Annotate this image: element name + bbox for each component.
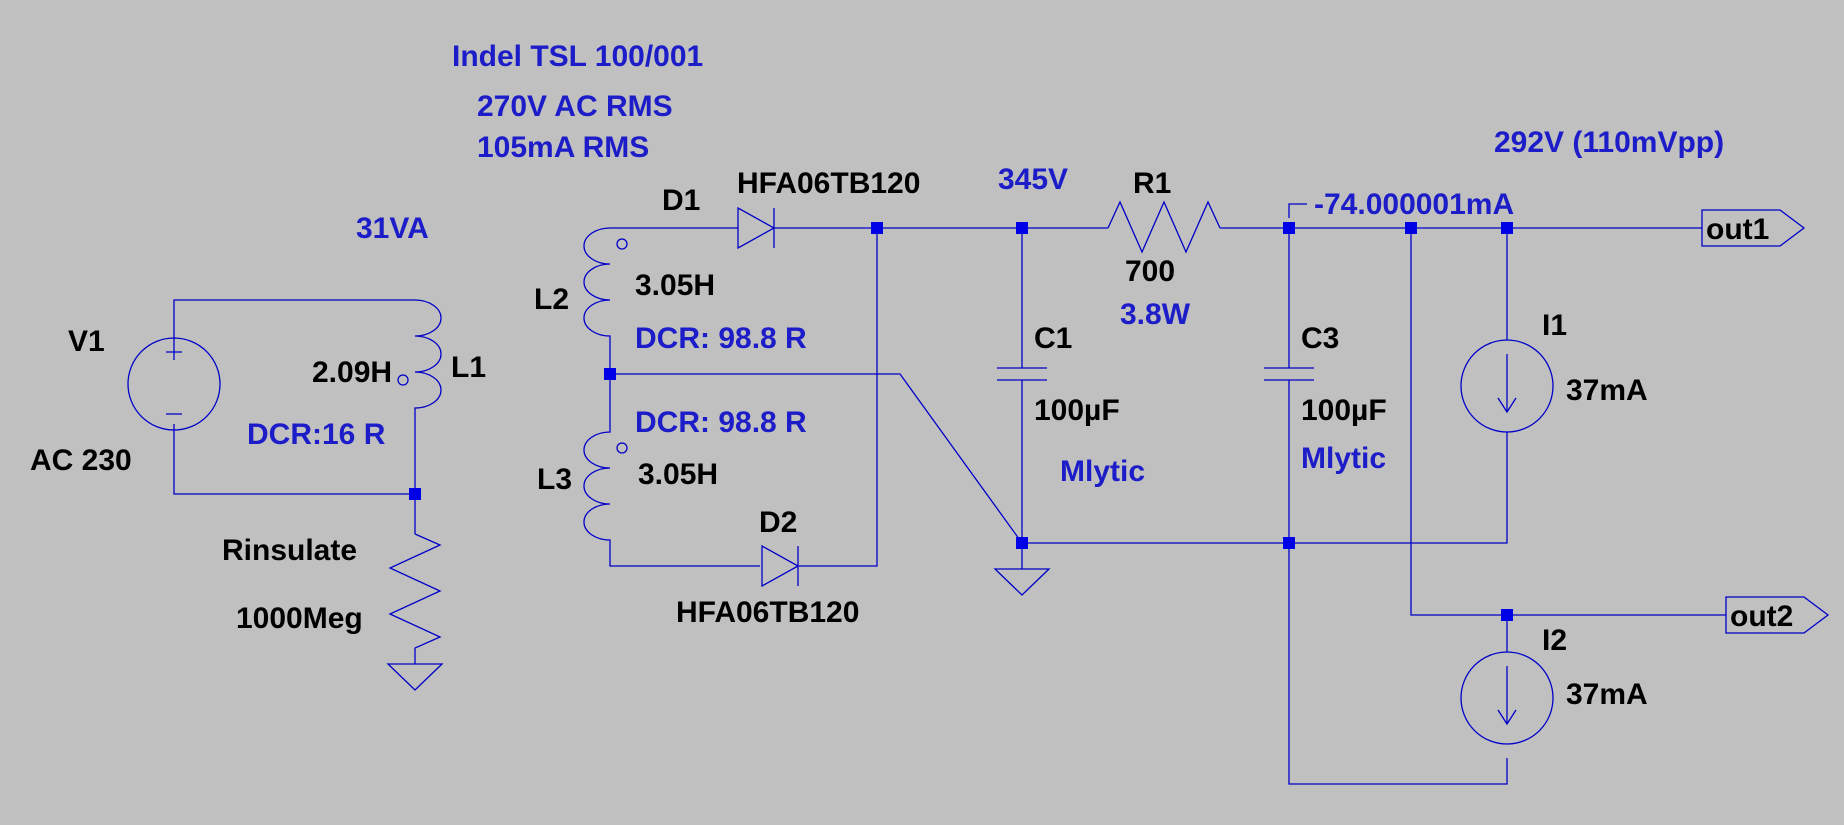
d1-value-label: HFA06TB120	[737, 167, 920, 200]
load-circuit	[1405, 209, 1830, 745]
dcr-l2-annotation: DCR: 98.8 R	[635, 322, 807, 355]
rins-value-label: 1000Meg	[236, 602, 363, 635]
wire-c3	[1288, 228, 1508, 785]
rinsulate-resistor	[388, 533, 442, 664]
node-c1-gnd	[1016, 537, 1028, 549]
wire-center-tap	[610, 373, 1023, 544]
c1-name-label: C1	[1034, 322, 1072, 355]
i2-name-label: I2	[1542, 624, 1567, 657]
secondary-circuit	[583, 206, 1108, 588]
out1-label: out1	[1706, 213, 1769, 246]
r1-power-annotation: 3.8W	[1120, 298, 1191, 331]
r1-resistor	[1107, 200, 1221, 254]
c3-type-annotation: Mlytic	[1301, 442, 1386, 475]
c1-value-label: 100µF	[1034, 394, 1120, 427]
c3-capacitor	[1264, 367, 1314, 381]
l3-value-label: 3.05H	[638, 458, 718, 491]
dcr-l1-annotation: DCR:16 R	[247, 418, 386, 451]
i1-value-label: 37mA	[1566, 374, 1648, 407]
secondary-current-annotation: 105mA RMS	[477, 131, 649, 164]
l2-value-label: 3.05H	[635, 269, 715, 302]
wire-d2-to-rail	[798, 228, 878, 567]
out2-port[interactable]	[1725, 596, 1830, 634]
primary-circuit	[127, 299, 444, 691]
v1-voltage-source	[127, 337, 221, 431]
power-annotation: 31VA	[356, 212, 429, 245]
i2-value-label: 37mA	[1566, 678, 1648, 711]
i2-current-source	[1460, 651, 1554, 745]
c1-type-annotation: Mlytic	[1060, 455, 1145, 488]
v1-value-label: AC 230	[30, 444, 132, 477]
v1-name-label: V1	[68, 325, 105, 358]
l2-name-label: L2	[534, 283, 569, 316]
l1-value-label: 2.09H	[312, 356, 392, 389]
d2-value-label: HFA06TB120	[676, 596, 859, 629]
secondary-voltage-annotation: 270V AC RMS	[477, 90, 673, 123]
i1-current-source	[1460, 339, 1554, 433]
c3-name-label: C3	[1301, 322, 1339, 355]
l3-inductor	[583, 374, 760, 567]
wire-v1-bottom	[173, 424, 415, 495]
node-c3-gnd	[1283, 537, 1295, 549]
current-probe-annotation: -74.000001mA	[1314, 188, 1514, 221]
rins-name-label: Rinsulate	[222, 534, 357, 567]
i1-name-label: I1	[1542, 309, 1567, 342]
l3-name-label: L3	[537, 463, 572, 496]
wire-current-probe-marker	[1288, 203, 1307, 218]
node-voltage-annotation: 345V	[998, 163, 1068, 196]
node-i1-top	[1501, 222, 1513, 234]
l1-inductor	[397, 299, 442, 420]
transformer-annotation: Indel TSL 100/001	[452, 40, 703, 73]
out1-port[interactable]	[1701, 209, 1806, 247]
wire-out2	[1410, 228, 1726, 616]
node-center-tap	[604, 368, 616, 380]
d1-diode	[737, 206, 776, 250]
c3-value-label: 100µF	[1301, 394, 1387, 427]
d2-diode	[761, 544, 800, 588]
node-c1-top	[1016, 222, 1028, 234]
r1-name-label: R1	[1133, 167, 1171, 200]
wire-ground-rail	[1022, 432, 1508, 544]
node-l1-rins	[409, 488, 421, 500]
node-d1-d2	[871, 222, 883, 234]
r1-value-label: 700	[1125, 255, 1175, 288]
output-voltage-annotation: 292V (110mVpp)	[1494, 126, 1724, 159]
node-i2-top	[1501, 609, 1513, 621]
d1-name-label: D1	[662, 184, 700, 217]
filter-circuit	[993, 200, 1702, 785]
out2-label: out2	[1730, 600, 1793, 633]
d2-name-label: D2	[759, 506, 797, 539]
ground-symbol-rins	[386, 663, 444, 691]
l1-name-label: L1	[451, 351, 486, 384]
wire-v1-top	[173, 299, 415, 344]
ground-symbol-main	[993, 549, 1051, 596]
dcr-l3-annotation: DCR: 98.8 R	[635, 406, 807, 439]
c1-capacitor	[997, 367, 1047, 381]
l2-inductor	[583, 227, 628, 374]
node-c3-top	[1283, 222, 1295, 234]
